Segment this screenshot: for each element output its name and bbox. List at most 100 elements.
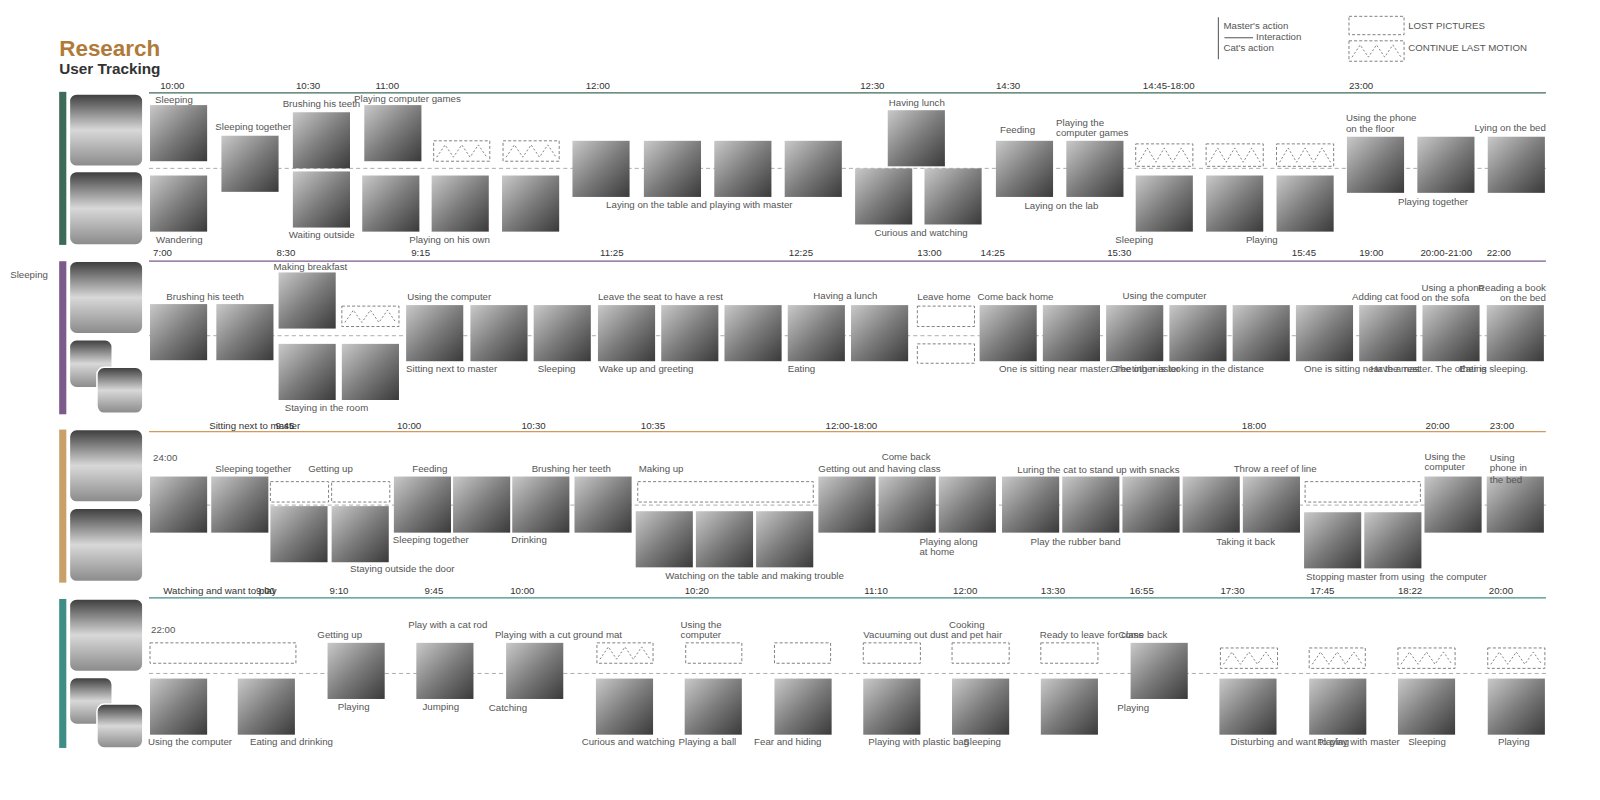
activity-label: Taking it back bbox=[1216, 537, 1313, 548]
legend-text: Cat's action bbox=[1223, 43, 1273, 54]
activity-label: Making breakfast bbox=[273, 262, 347, 273]
activity-label: Come back bbox=[1118, 630, 1167, 641]
activity-label: Sleeping together bbox=[215, 464, 291, 475]
activity-label: Curious and watching bbox=[874, 228, 967, 239]
activity-label: Wandering bbox=[156, 235, 203, 246]
legend-text: CONTINUE LAST MOTION bbox=[1408, 43, 1527, 54]
time-label: 12:00 bbox=[953, 586, 977, 597]
time-label: 20:00-21:00 bbox=[1420, 248, 1472, 259]
time-label: 23:00 bbox=[1349, 81, 1373, 92]
activity-label: Using phone in the bed bbox=[1490, 453, 1541, 485]
activity-label: Sleeping bbox=[963, 737, 1001, 748]
activity-label: Playing with a cut ground mat bbox=[495, 630, 622, 641]
time-label: 15:30 bbox=[1107, 248, 1131, 259]
activity-label: Staying in the room bbox=[285, 403, 369, 414]
activity-label: Cooking bbox=[949, 619, 1012, 630]
time-label: 10:20 bbox=[685, 586, 709, 597]
activity-label: Sitting next to master bbox=[406, 364, 497, 375]
activity-label: Using a phone on the sofa bbox=[1421, 283, 1484, 304]
time-label: 12:25 bbox=[789, 248, 813, 259]
time-label: 11:00 bbox=[376, 81, 400, 92]
time-label: 19:00 bbox=[1359, 248, 1383, 259]
activity-label: Luring the cat to stand up with snacks bbox=[1017, 465, 1179, 476]
activity-label: Curious and watching bbox=[582, 737, 675, 748]
activity-label: Using the computer bbox=[1424, 452, 1485, 473]
activity-label: Playing bbox=[1317, 737, 1349, 748]
activity-label: Laying on the lab bbox=[1024, 201, 1098, 212]
legend-text: Master's action bbox=[1223, 20, 1288, 31]
time-label: 20:00 bbox=[1425, 420, 1449, 431]
activity-label: Playing the computer games bbox=[1056, 117, 1133, 138]
activity-label: Making up bbox=[639, 464, 684, 475]
activity-label: Sleeping bbox=[155, 95, 193, 106]
activity-label: Come back bbox=[882, 452, 989, 463]
activity-label: Brushing his teeth bbox=[283, 99, 361, 110]
time-label: 9:15 bbox=[411, 248, 430, 259]
activity-label: Playing computer games bbox=[354, 94, 461, 105]
time-label: 10:00 bbox=[160, 81, 184, 92]
activity-label: Getting out and having class bbox=[818, 464, 940, 475]
time-label: 9:45 bbox=[276, 420, 295, 431]
activity-label: Greeting master bbox=[1110, 364, 1248, 375]
activity-label: Eating bbox=[788, 364, 956, 375]
time-label: 23:00 bbox=[1490, 420, 1514, 431]
activity-label: Playing with plastic bag bbox=[868, 737, 969, 748]
activity-label: Using the computer bbox=[407, 292, 491, 303]
time-label: 7:00 bbox=[153, 248, 172, 259]
activity-label: Sleeping together bbox=[393, 535, 469, 546]
time-label: 9:45 bbox=[424, 586, 443, 597]
activity-label: Playing bbox=[338, 702, 370, 713]
activity-label: Using the phone on the floor bbox=[1346, 113, 1419, 134]
time-label: 10:00 bbox=[510, 586, 534, 597]
activity-label: Playing along at home bbox=[919, 537, 978, 558]
activity-label: Waiting outside bbox=[289, 230, 355, 241]
time-label: 18:22 bbox=[1398, 586, 1422, 597]
activity-label: Playing together bbox=[1398, 197, 1468, 208]
activity-label: Sleeping together bbox=[215, 121, 291, 132]
time-label: 12:00-18:00 bbox=[826, 420, 878, 431]
activity-label: Playing a ball bbox=[679, 737, 737, 748]
activity-label: Having lunch bbox=[889, 98, 945, 109]
activity-label: Catching bbox=[489, 703, 527, 714]
time-label: 17:45 bbox=[1310, 586, 1334, 597]
activity-label: Leave home bbox=[917, 292, 970, 303]
activity-label: Drinking bbox=[511, 535, 618, 546]
time-label: 16:55 bbox=[1130, 586, 1154, 597]
subtitle: User Tracking bbox=[59, 61, 160, 78]
activity-label: Feeding bbox=[412, 464, 447, 475]
time-label: 18:00 bbox=[1242, 420, 1266, 431]
activity-label: Playing bbox=[1246, 235, 1278, 246]
activity-label: Eating bbox=[1459, 364, 1486, 375]
activity-label: Sleeping bbox=[1408, 737, 1446, 748]
time-label: 12:00 bbox=[586, 81, 610, 92]
activity-label: Adding cat food bbox=[1352, 292, 1419, 303]
activity-label: Having a lunch bbox=[813, 291, 877, 302]
activity-label: Disturbing and want to play with master bbox=[1231, 737, 1400, 748]
activity-label: Wake up and greeting bbox=[599, 364, 693, 375]
time-label: 11:10 bbox=[864, 586, 888, 597]
activity-label: Using the computer bbox=[148, 737, 232, 748]
time-label: 10:30 bbox=[296, 81, 320, 92]
time-label: 15:45 bbox=[1292, 248, 1316, 259]
time-label: 13:30 bbox=[1041, 586, 1065, 597]
time-label: 20:00 bbox=[1489, 586, 1513, 597]
time-label: 9:00 bbox=[256, 586, 275, 597]
activity-label: Brushing her teeth bbox=[532, 464, 611, 475]
legend-text: Interaction bbox=[1256, 32, 1301, 43]
activity-label: Brushing his teeth bbox=[166, 292, 244, 303]
time-label: 10:30 bbox=[521, 420, 545, 431]
time-label: 10:35 bbox=[641, 420, 665, 431]
activity-label: Playing bbox=[1498, 737, 1530, 748]
activity-label: Laying on the table and playing with mas… bbox=[606, 200, 792, 211]
time-label: 14:30 bbox=[996, 81, 1020, 92]
activity-label: 22:00 bbox=[151, 624, 175, 635]
activity-label: Lying on the bed bbox=[1474, 122, 1545, 133]
activity-label: Stopping master from using the computer bbox=[1306, 571, 1487, 582]
activity-label: Come back home bbox=[978, 292, 1054, 303]
activity-label: Sleeping bbox=[10, 269, 48, 280]
legend-text: LOST PICTURES bbox=[1408, 20, 1485, 31]
activity-label: Play with a cat rod bbox=[408, 619, 492, 630]
activity-label: Play the rubber band bbox=[1031, 537, 1121, 548]
activity-label: Sleeping bbox=[1115, 235, 1153, 246]
